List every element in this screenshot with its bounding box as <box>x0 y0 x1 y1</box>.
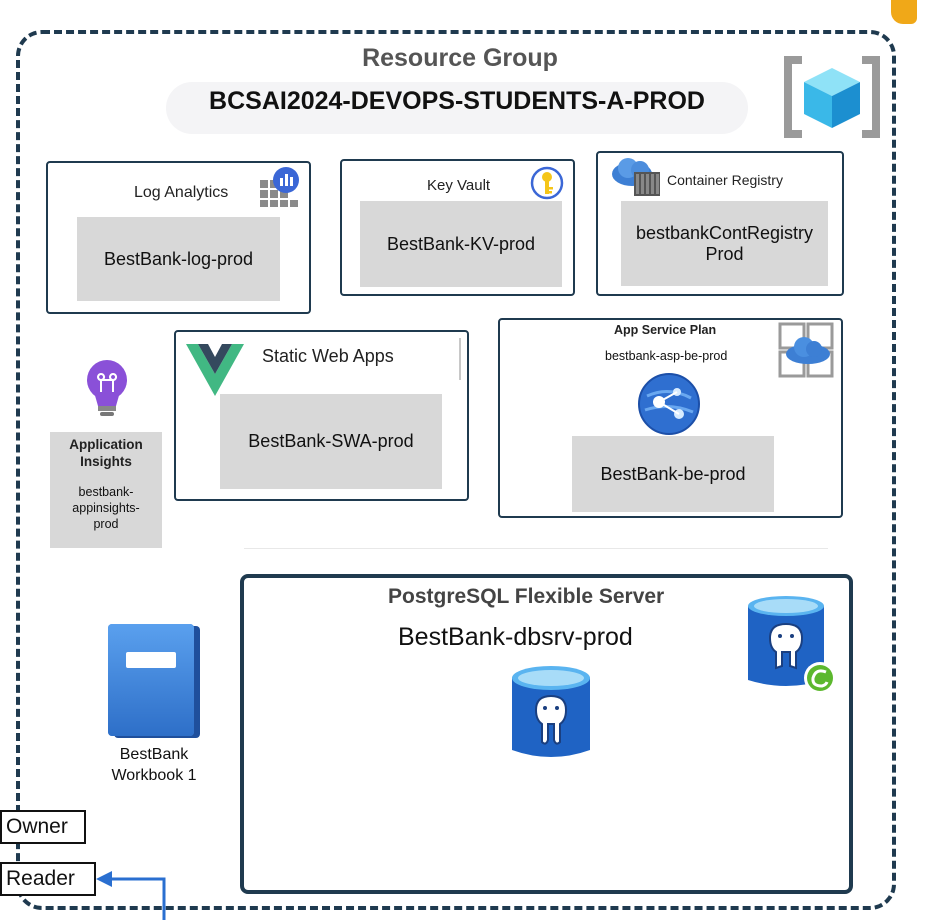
reader-role-label: Reader <box>0 862 96 896</box>
log-analytics-title: Log Analytics <box>134 184 229 201</box>
workbook-label: BestBank Workbook 1 <box>96 744 212 786</box>
reader-arrow <box>96 871 166 920</box>
resource-group-icon <box>784 56 880 138</box>
owner-role-label: Owner <box>0 810 86 844</box>
application-insights-title: Application Insights <box>50 436 162 470</box>
application-insights-instance-line3: prod <box>93 517 119 531</box>
application-insights-box[interactable] <box>50 432 162 548</box>
resource-group-label: Resource Group <box>362 44 558 72</box>
resource-group-name-background <box>166 82 748 134</box>
resource-group-name: BCSAI2024-DEVOPS-STUDENTS-A-PROD <box>209 87 705 115</box>
container-registry-icon <box>612 158 660 196</box>
application-insights-title-line1: Application <box>69 437 143 452</box>
static-web-apps-title: Static Web Apps <box>262 346 394 366</box>
postgresql-flexible-server-icon <box>748 596 836 694</box>
corner-tab <box>891 0 917 24</box>
container-registry-instance[interactable]: bestbankContRegistry Prod <box>621 201 828 286</box>
workbook-icon <box>108 624 200 738</box>
app-service-plan-title: App Service Plan <box>614 323 717 337</box>
postgresql-instance: BestBank-dbsrv-prod <box>398 623 633 651</box>
app-service-plan-name: bestbank-asp-be-prod <box>605 349 728 363</box>
key-vault-instance[interactable]: BestBank-KV-prod <box>360 201 562 287</box>
log-analytics-instance[interactable]: BestBank-log-prod <box>77 217 280 301</box>
app-service-icon <box>638 373 700 435</box>
postgresql-title: PostgreSQL Flexible Server <box>388 585 665 608</box>
app-service-plan-icon <box>778 322 834 378</box>
vue-logo-icon <box>186 344 244 396</box>
workbook-label-line2: Workbook 1 <box>111 767 197 784</box>
app-service-instance[interactable]: BestBank-be-prod <box>572 436 774 512</box>
key-icon <box>530 166 564 200</box>
static-web-apps-divider <box>459 338 461 380</box>
section-divider <box>244 548 828 549</box>
postgresql-database-icon <box>512 666 590 757</box>
workbook-label-line1: BestBank <box>119 746 189 763</box>
application-insights-instance: bestbank- appinsights- prod <box>50 484 162 532</box>
container-registry-instance-line2: Prod <box>705 243 744 264</box>
log-analytics-icon <box>260 167 299 207</box>
container-registry-instance-line1: bestbankContRegistry <box>635 222 814 243</box>
application-insights-instance-line1: bestbank- <box>78 485 134 499</box>
resource-group-frame <box>16 30 896 910</box>
key-vault-title: Key Vault <box>427 177 491 194</box>
lightbulb-icon <box>87 360 127 416</box>
application-insights-title-line2: Insights <box>80 454 132 469</box>
container-registry-title: Container Registry <box>667 172 783 188</box>
static-web-apps-instance[interactable]: BestBank-SWA-prod <box>220 394 442 489</box>
application-insights-instance-line2: appinsights- <box>72 501 140 515</box>
